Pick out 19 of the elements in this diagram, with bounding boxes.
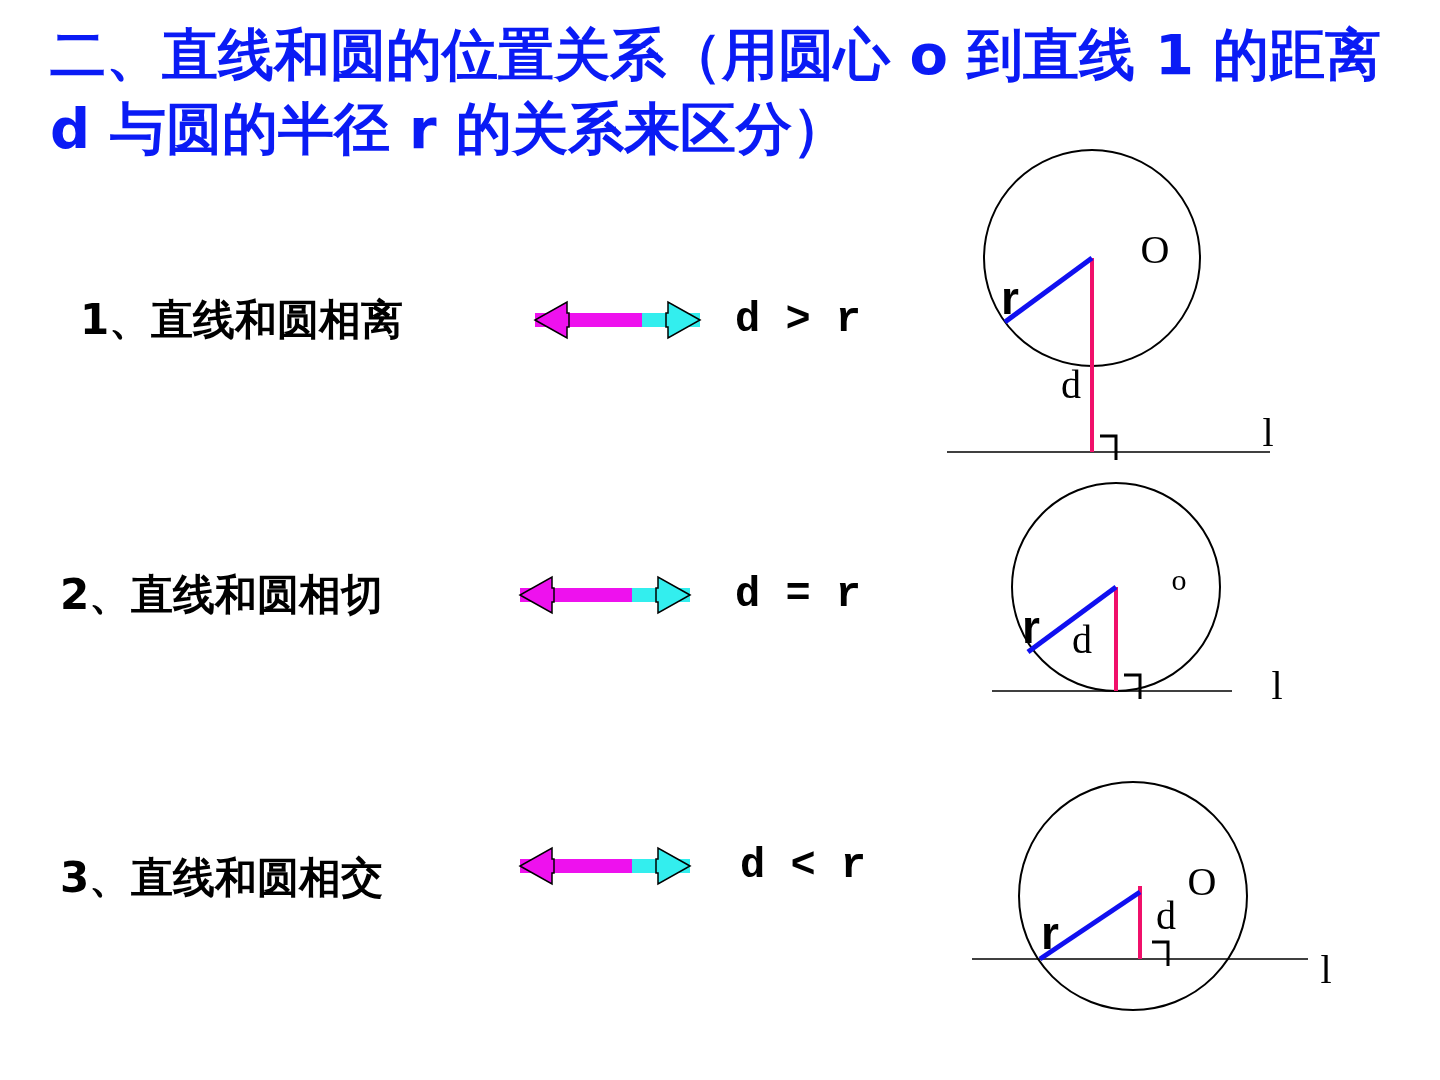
distance-label: d — [1072, 620, 1092, 660]
radius-label: d — [1156, 896, 1176, 936]
center-label: O — [1140, 230, 1170, 270]
relation-label: 1、直线和圆相离 — [80, 294, 404, 346]
distance-label: d — [1061, 365, 1081, 405]
relation-label: 3、直线和圆相交 — [60, 852, 384, 904]
title: 二、直线和圆的位置关系（用圆心 o 到直线 1 的距离 d 与圆的半径 r 的关系来区分） — [50, 21, 1383, 163]
radius-label: r — [1001, 275, 1019, 321]
line-label: l — [1320, 950, 1332, 990]
relation-formula: d > r — [735, 295, 862, 346]
radius-label: r — [1022, 604, 1040, 650]
line-label: l — [1271, 666, 1283, 706]
relation-formula: d = r — [735, 570, 862, 621]
relation-formula: d < r — [740, 841, 867, 892]
center-label: O — [1187, 862, 1217, 902]
center-label: o — [1171, 565, 1187, 595]
line-label: l — [1262, 413, 1274, 453]
radius-label: r — [1041, 910, 1059, 956]
relation-label: 2、直线和圆相切 — [60, 569, 384, 621]
